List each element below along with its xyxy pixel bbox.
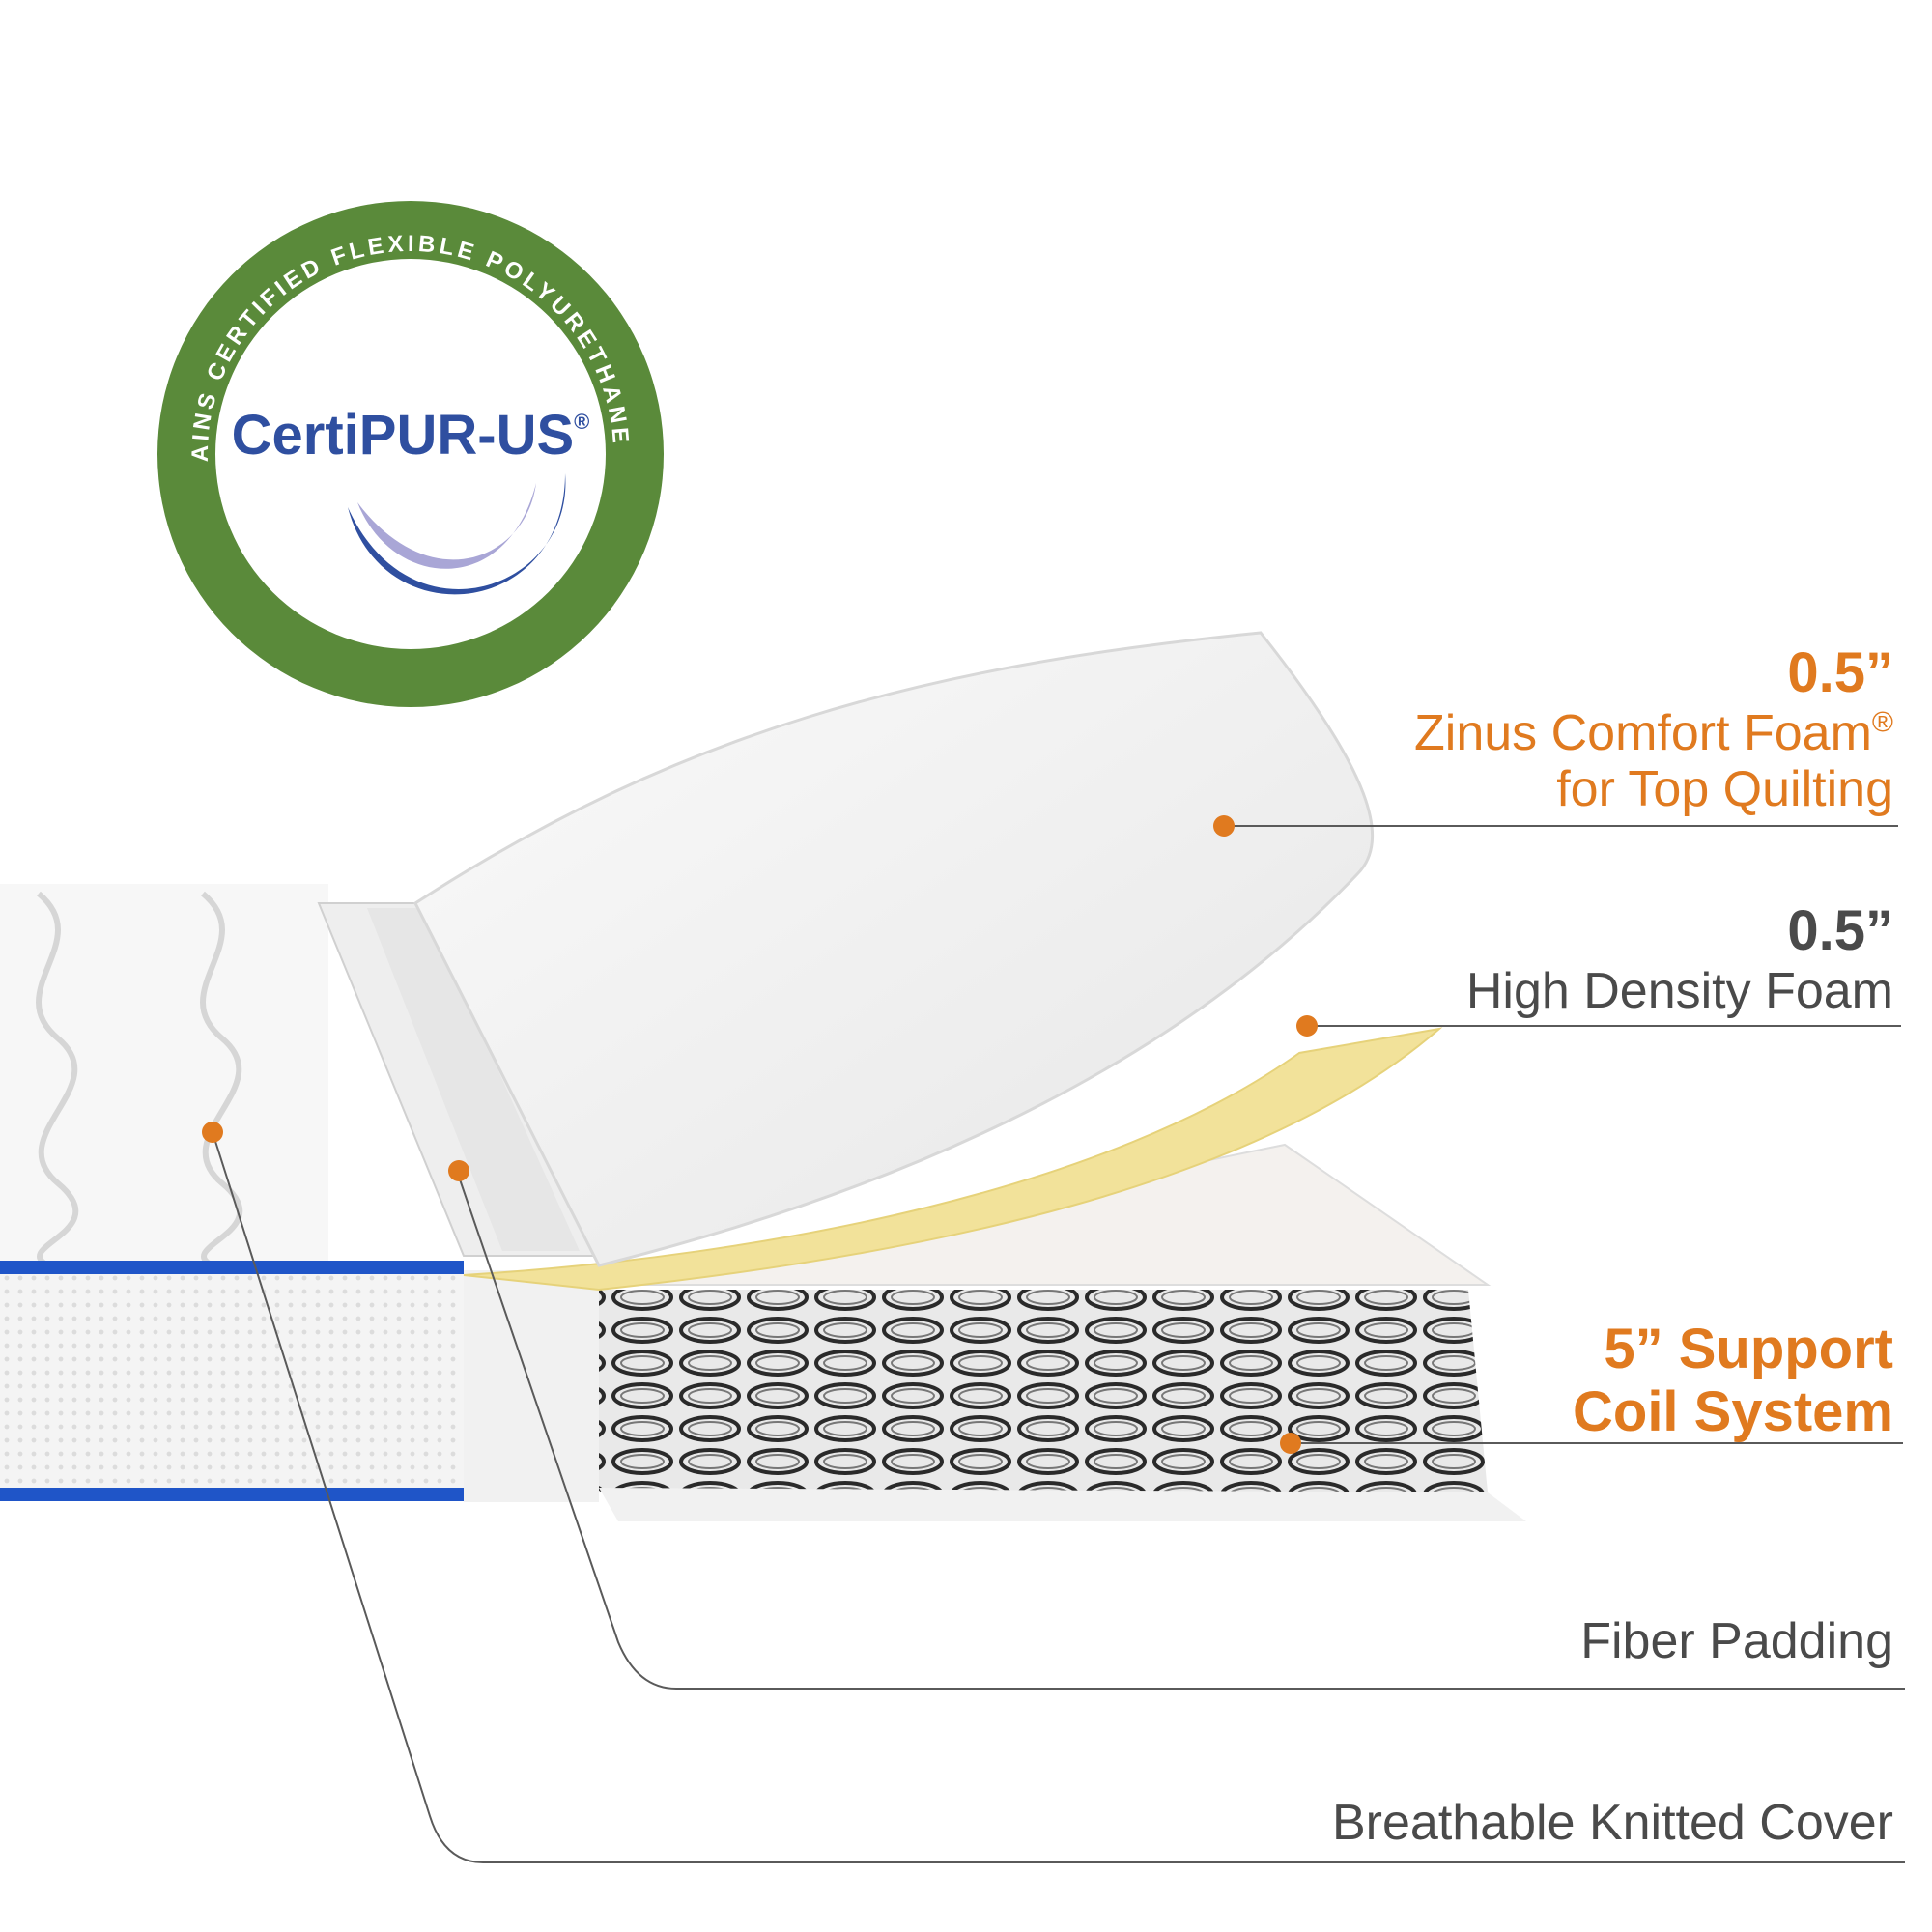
- logo-text-pur-us: PUR-US: [359, 404, 574, 467]
- dot-high-density: [1296, 1015, 1318, 1037]
- dot-knitted-cover: [202, 1122, 223, 1143]
- label-knitted-cover: Breathable Knitted Cover: [1332, 1795, 1893, 1851]
- high-density-foam: [463, 1027, 1443, 1292]
- fiber-padding-name: Fiber Padding: [1580, 1613, 1893, 1669]
- comfort-foam-purpose: for Top Quilting: [1556, 761, 1893, 818]
- comfort-foam-name: Zinus Comfort Foam: [1414, 704, 1872, 761]
- svg-text:CertiPUR-US®: CertiPUR-US®: [232, 404, 590, 467]
- coil-thickness: 5” Support: [1604, 1318, 1893, 1380]
- logo-text-certi: Certi: [232, 404, 359, 467]
- label-comfort-foam: 0.5” Zinus Comfort Foam® for Top Quiltin…: [1414, 641, 1893, 818]
- high-density-name: High Density Foam: [1465, 962, 1893, 1019]
- coil-name: Coil System: [1573, 1379, 1893, 1443]
- comfort-foam-thickness: 0.5”: [1787, 641, 1893, 704]
- label-coil-system: 5” Support Coil System: [1573, 1318, 1893, 1444]
- comfort-foam: [413, 631, 1375, 1267]
- swoosh-light: [357, 483, 536, 569]
- logo-registered: ®: [574, 410, 589, 434]
- high-density-thickness: 0.5”: [1787, 899, 1893, 962]
- dot-fiber-padding: [448, 1160, 469, 1181]
- dot-comfort-foam: [1213, 815, 1235, 837]
- knitted-cover-side: [0, 1270, 599, 1502]
- certipur-badge: CONTAINS CERTIFIED FLEXIBLE POLYURETHANE…: [150, 193, 664, 707]
- coil-system: [599, 1290, 1526, 1521]
- knitted-cover-name: Breathable Knitted Cover: [1331, 1795, 1893, 1851]
- label-high-density-foam: 0.5” High Density Foam: [1465, 899, 1893, 1019]
- quilted-cover-top: [0, 884, 464, 1274]
- comfort-foam-registered: ®: [1871, 706, 1893, 739]
- dot-coil-system: [1280, 1433, 1301, 1454]
- label-fiber-padding: Fiber Padding: [1580, 1613, 1893, 1669]
